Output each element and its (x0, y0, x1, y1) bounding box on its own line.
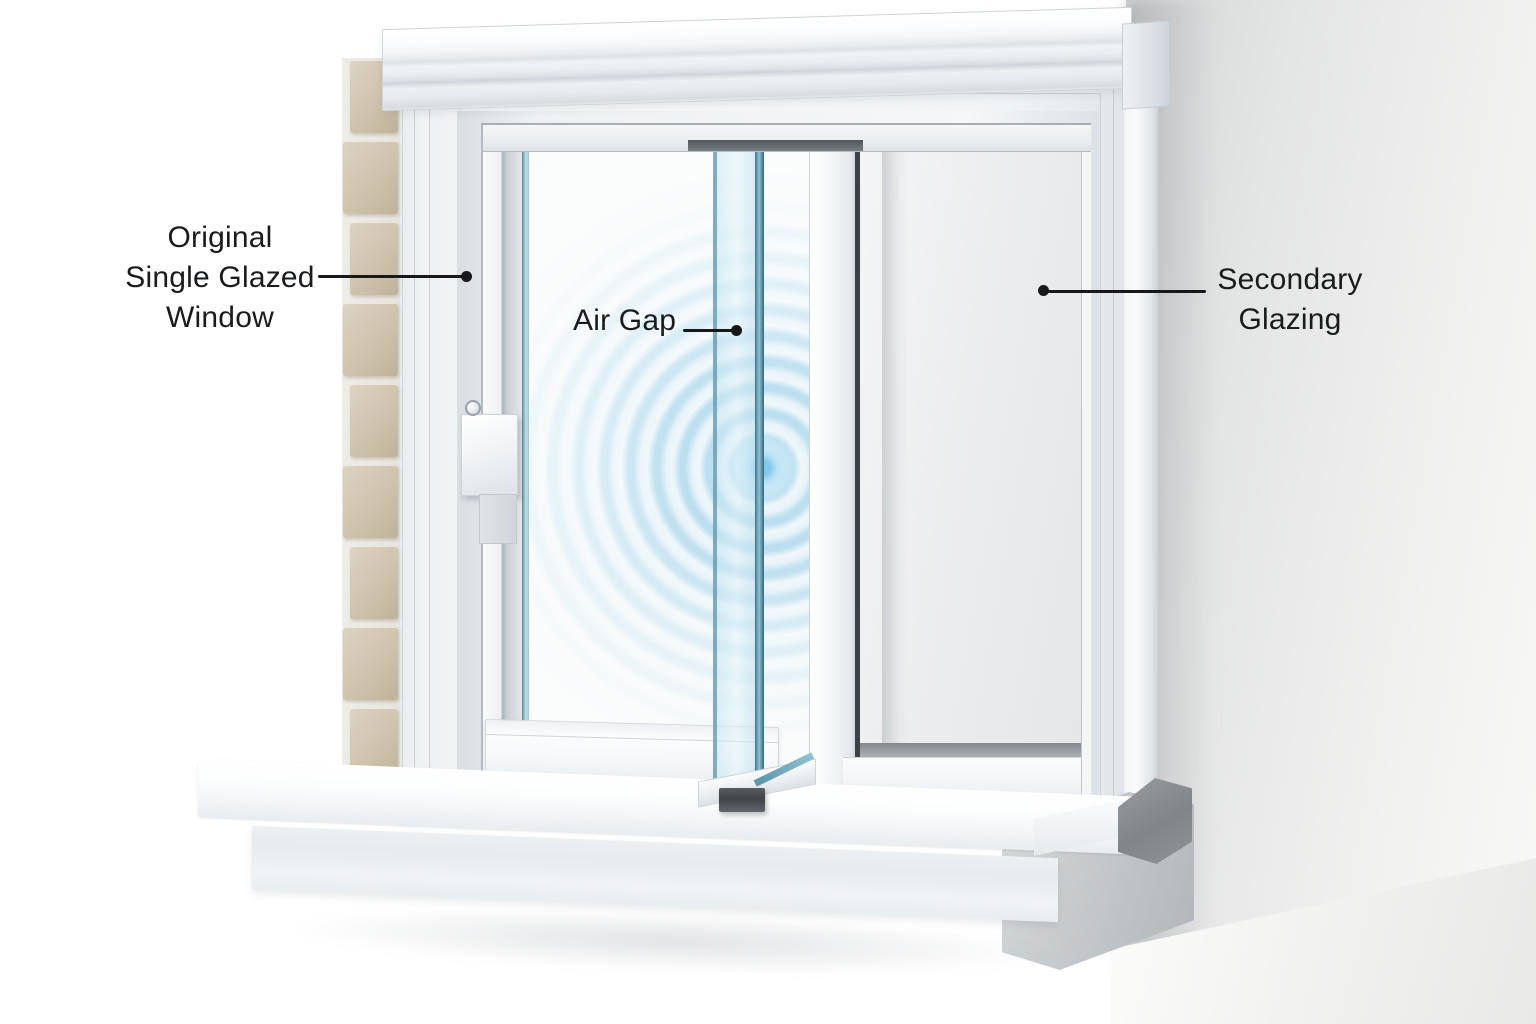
leader-dot-original (461, 271, 472, 282)
cornice-end-cap (1122, 20, 1170, 110)
label-line: Single Glazed (125, 261, 315, 294)
leader-line-air-gap (683, 329, 735, 332)
sliding-glass-panel (711, 125, 797, 813)
label-secondary-glazing: Secondary Glazing (1195, 260, 1385, 340)
background-wall (1126, 0, 1536, 952)
brick-quoin (350, 546, 398, 619)
pane-reflection-strip (882, 145, 908, 785)
brick-quoin (343, 627, 398, 700)
label-line: Original (167, 221, 273, 254)
brick-quoin (350, 384, 398, 457)
right-frame-trim (1124, 96, 1159, 810)
label-line: Glazing (1238, 303, 1342, 336)
glass-left-edge (713, 125, 717, 813)
original-glass-edge (522, 125, 529, 813)
brick-quoin (343, 303, 398, 376)
label-line: Window (166, 301, 274, 334)
window-opening (481, 123, 1091, 813)
secondary-meeting-stile (809, 125, 856, 813)
brick-quoins (342, 58, 400, 788)
sash-handle-block (461, 414, 518, 496)
brick-quoin (343, 141, 398, 214)
window-outer-frame (392, 56, 1136, 813)
glass-foot-block (719, 788, 765, 812)
brick-quoin (350, 222, 398, 295)
label-line: Air Gap (573, 304, 677, 337)
screw-icon (465, 400, 481, 416)
pane-bottom-edge (860, 743, 1086, 757)
label-line: Secondary (1217, 263, 1363, 296)
secondary-glazing-pane (855, 141, 1089, 785)
leader-line-original (318, 275, 466, 278)
glass-front-edge (755, 125, 764, 813)
sash-handle-tab (479, 494, 517, 544)
glass-pane-fill (717, 125, 757, 813)
leader-dot-air-gap (731, 325, 742, 336)
right-jamb-strip (1081, 125, 1091, 813)
brick-quoin (343, 465, 398, 538)
label-original-single-glazed-window: Original Single Glazed Window (100, 218, 340, 338)
leader-line-secondary (1046, 290, 1206, 293)
leader-dot-secondary (1038, 285, 1049, 296)
head-track-slot (688, 140, 863, 151)
label-air-gap: Air Gap (573, 301, 713, 341)
